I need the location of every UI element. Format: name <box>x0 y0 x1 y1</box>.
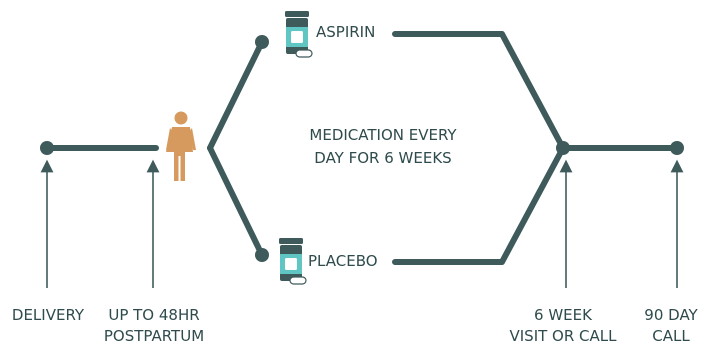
week6-label-line1: 6 WEEK <box>534 306 592 324</box>
placebo-bottle-icon <box>279 238 307 285</box>
placebo-label: PLACEBO <box>308 252 378 270</box>
postpartum-label-line2: POSTPARTUM <box>103 327 205 345</box>
aspirin-label: ASPIRIN <box>316 23 376 41</box>
day90-label-line2: CALL <box>652 327 690 345</box>
aspirin-bottle-icon <box>285 11 313 58</box>
center-caption-line1: MEDICATION EVERY <box>309 126 457 144</box>
center-caption-line2: DAY FOR 6 WEEKS <box>314 149 452 167</box>
placebo-arm-line <box>392 145 566 265</box>
day90-label-line1: 90 DAY <box>644 306 698 324</box>
delivery-label: DELIVERY <box>11 306 85 324</box>
aspirin-branch-line <box>207 39 265 151</box>
aspirin-branch-node <box>255 35 269 49</box>
week6-node <box>556 141 570 155</box>
delivery-node <box>40 141 54 155</box>
postpartum-label-line1: UP TO 48HR <box>108 306 200 324</box>
aspirin-arm-line <box>392 31 566 151</box>
day90-node <box>670 141 684 155</box>
placebo-branch-node <box>255 248 269 262</box>
placebo-branch-line <box>207 145 265 258</box>
week6-label-line2: VISIT OR CALL <box>509 327 617 345</box>
woman-icon <box>166 111 196 181</box>
